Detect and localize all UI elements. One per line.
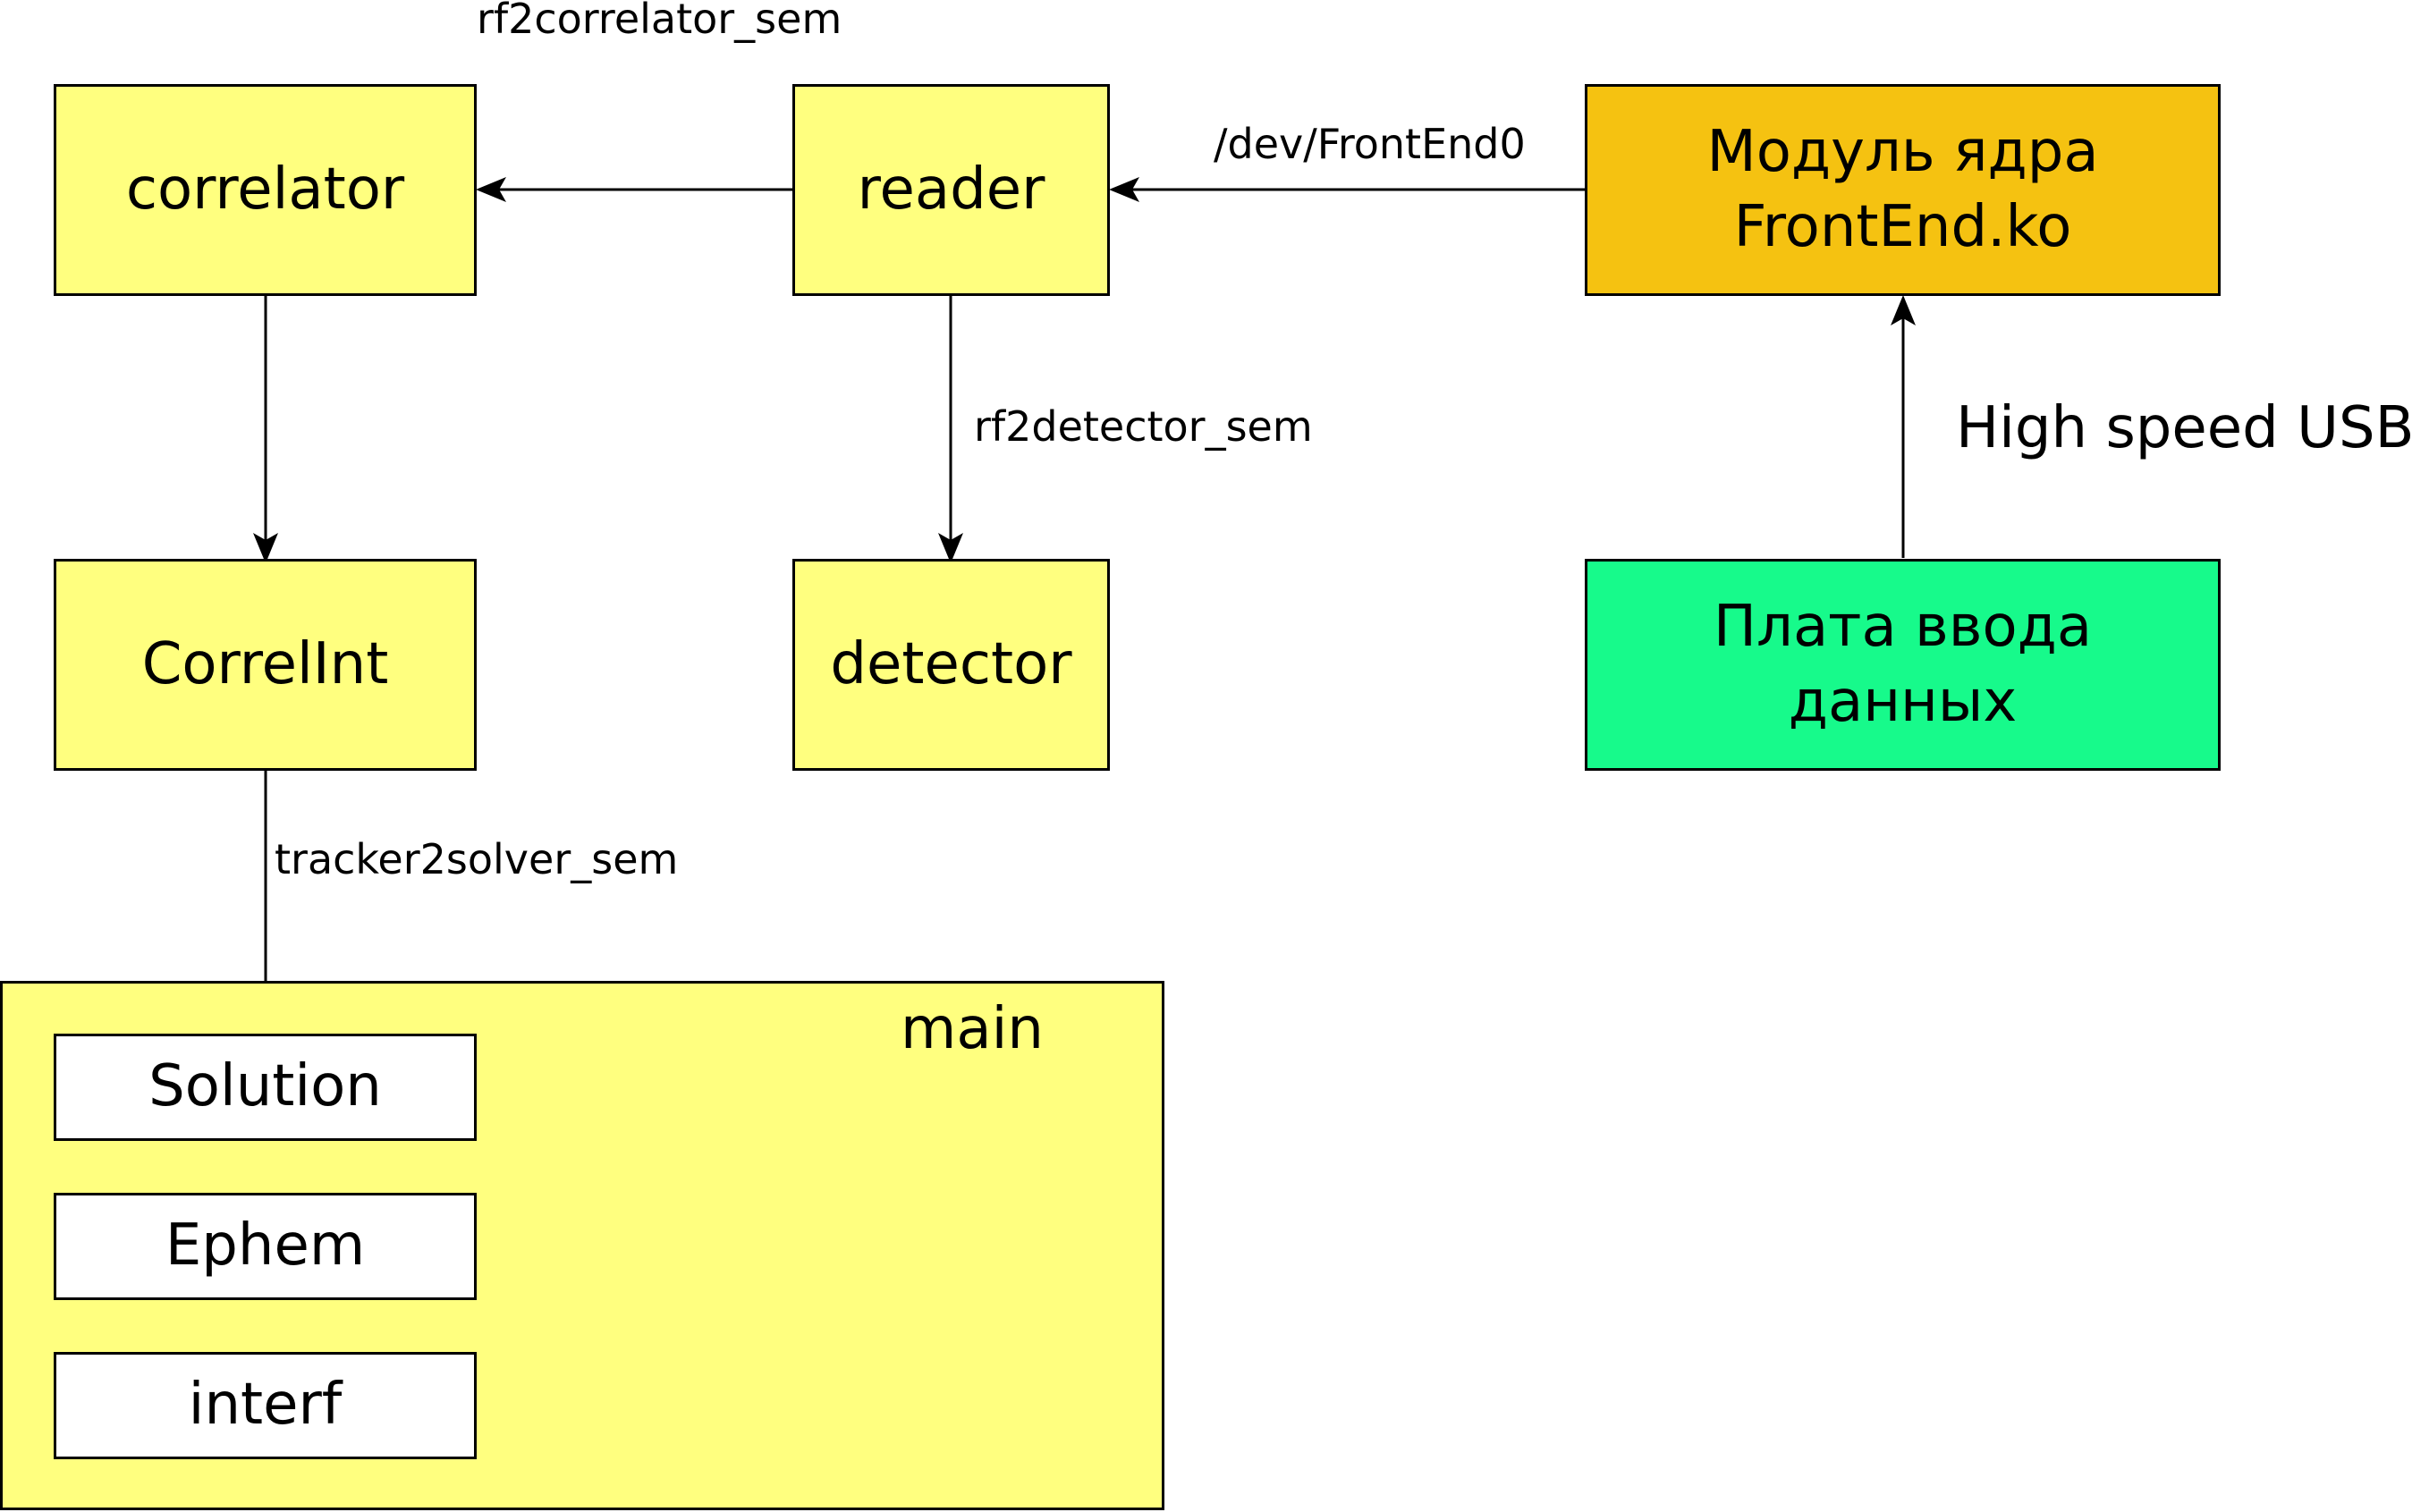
correlator-node: correlator	[54, 84, 477, 296]
main-item-ephem: Ephem	[54, 1193, 477, 1300]
detector-node: detector	[792, 559, 1110, 771]
main-item-interf-label: interf	[188, 1372, 343, 1439]
kernel-module-label-line1: Модуль ядра	[1706, 119, 2099, 186]
arrowhead-correlator	[476, 177, 506, 202]
main-item-solution: Solution	[54, 1034, 477, 1141]
main-item-ephem-label: Ephem	[165, 1212, 366, 1280]
arrowhead-correlint	[253, 533, 278, 563]
edge-label-dev-frontend: /dev/FrontEnd0	[1214, 120, 1526, 168]
input-board-node: Плата ввода данных	[1585, 559, 2221, 771]
kernel-module-label-line2: FrontEnd.ko	[1733, 193, 2072, 260]
correlint-node: CorrelInt	[54, 559, 477, 771]
arrowhead-reader	[1109, 177, 1139, 202]
main-item-interf: interf	[54, 1352, 477, 1459]
correlint-label: CorrelInt	[141, 630, 389, 697]
kernel-module-node: Модуль ядра FrontEnd.ko	[1585, 84, 2221, 296]
edge-label-high-speed-usb: High speed USB	[1956, 395, 2415, 461]
edge-label-rf2detector: rf2detector_sem	[974, 402, 1313, 451]
main-title: main	[901, 996, 1044, 1062]
arrowhead-detector	[938, 533, 963, 563]
input-board-label-line2: данных	[1788, 668, 2018, 735]
reader-label: reader	[857, 156, 1045, 223]
detector-label: detector	[830, 630, 1072, 697]
edge-label-rf2correlator: rf2correlator_sem	[477, 0, 842, 43]
correlator-label: correlator	[125, 156, 405, 223]
input-board-label-line1: Плата ввода	[1713, 594, 2093, 661]
main-item-solution-label: Solution	[148, 1053, 382, 1120]
arrowhead-kernel	[1891, 295, 1916, 325]
edge-label-tracker2solver: tracker2solver_sem	[275, 835, 679, 883]
reader-node: reader	[792, 84, 1110, 296]
